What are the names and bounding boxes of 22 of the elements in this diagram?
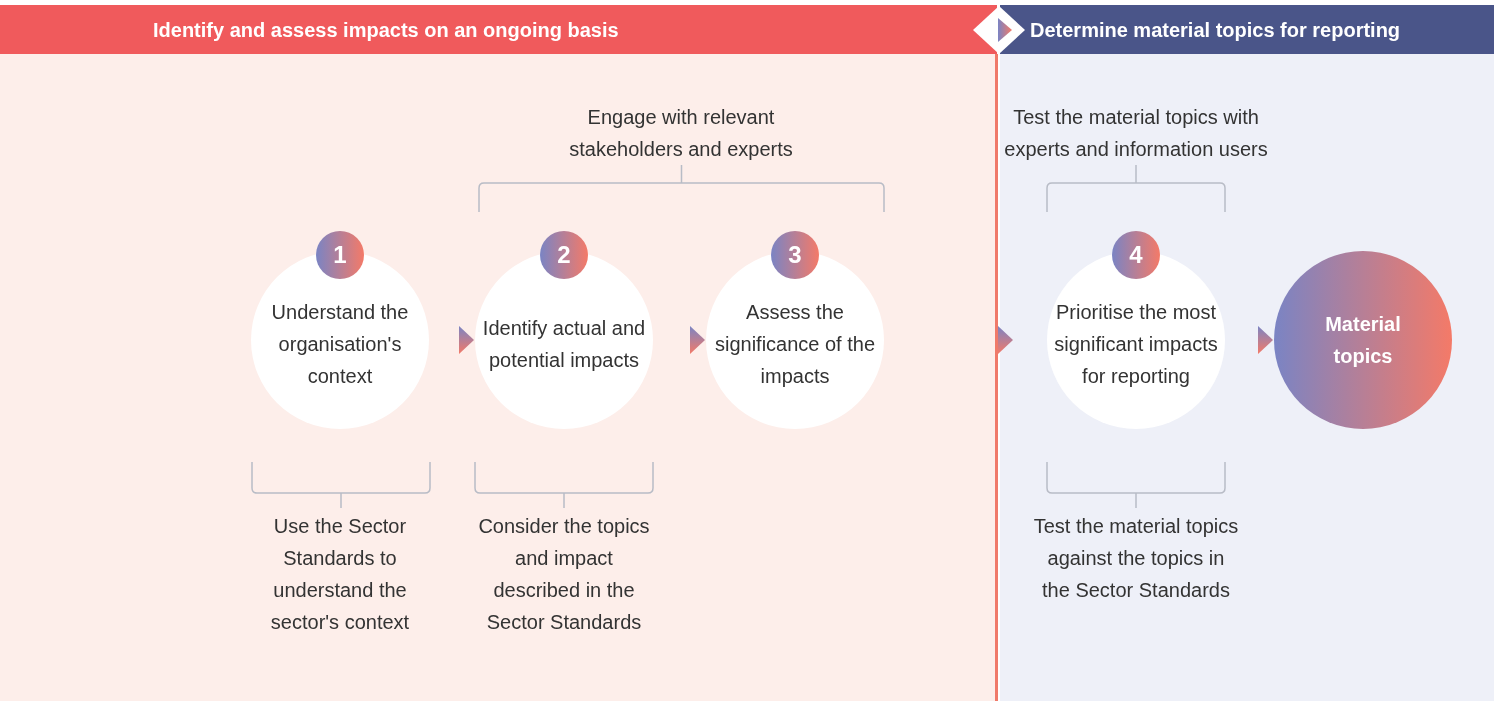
note-text: Test the material topics with experts and information users	[1003, 105, 1269, 162]
step-number: 1	[316, 231, 364, 279]
step-number: 3	[771, 231, 819, 279]
step-label: Assess the significance of the impacts	[713, 300, 877, 389]
note-text: Consider the topics and impact described in the Sector Standards	[477, 514, 651, 635]
phase-panel	[1000, 5, 1494, 701]
phase-heading: Identify and assess impacts on an ongoing basis	[153, 17, 619, 43]
arrow	[998, 326, 1013, 354]
note-text: Use the Sector Standards to understand the sector's context	[269, 514, 411, 635]
arrow	[1258, 326, 1273, 354]
step-number: 4	[1112, 231, 1160, 279]
phase-panel	[0, 5, 997, 701]
step-label: Prioritise the most significant impacts for reporting	[1053, 300, 1219, 389]
note-text: Engage with relevant stakeholders and experts	[568, 105, 794, 162]
step-label: Identify actual and potential impacts	[481, 316, 647, 373]
circle-label: Material topics	[1324, 312, 1402, 369]
step-number: 2	[540, 231, 588, 279]
arrow	[459, 326, 474, 354]
note-text: Test the material topics against the topics in the Sector Standards	[1032, 514, 1240, 603]
arrow	[690, 326, 705, 354]
phase-heading: Determine material topics for reporting	[1030, 17, 1401, 43]
step-label: Understand the organisation's context	[270, 300, 410, 389]
